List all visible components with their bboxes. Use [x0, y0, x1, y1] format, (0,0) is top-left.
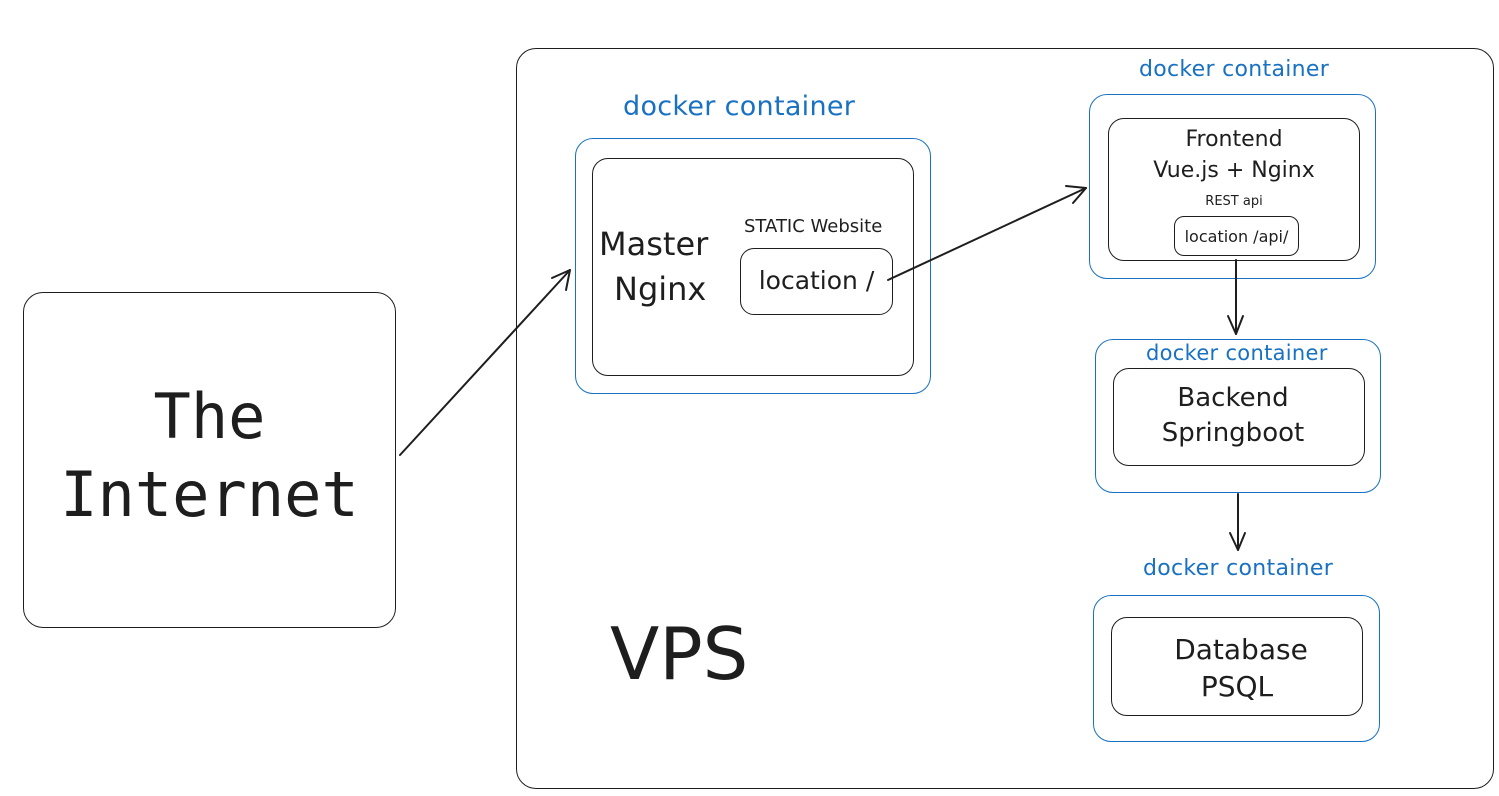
- database-container-label: docker container: [1143, 556, 1334, 581]
- database-title-line2: PSQL: [1200, 670, 1274, 703]
- backend-title-line1: Backend: [1177, 383, 1289, 413]
- static-website-label: STATIC Website: [744, 216, 883, 237]
- database-title-line1: Database: [1174, 633, 1308, 666]
- master-location-label: location /: [758, 265, 875, 295]
- frontend-location-label: location /api/: [1184, 226, 1289, 246]
- backend-title-line2: Springboot: [1161, 418, 1305, 448]
- rest-api-label: REST api: [1205, 194, 1263, 209]
- frontend-box: [1108, 118, 1360, 261]
- database-docker-container: [1093, 595, 1380, 742]
- frontend-location-box: [1174, 216, 1299, 256]
- internet-label-line1: The: [153, 380, 266, 453]
- internet-label-line2: Internet: [60, 458, 359, 531]
- internet-box: [23, 292, 396, 628]
- frontend-title-line2: Vue.js + Nginx: [1153, 158, 1315, 183]
- backend-box: [1113, 368, 1365, 466]
- frontend-container-label: docker container: [1139, 57, 1330, 82]
- master-container-label: docker container: [623, 91, 856, 122]
- master-title-line1: Master: [599, 225, 709, 263]
- master-location-box: [740, 248, 893, 315]
- frontend-docker-container: [1089, 94, 1376, 279]
- backend-container-label: docker container: [1146, 341, 1328, 365]
- backend-docker-container: [1095, 339, 1381, 493]
- frontend-title-line1: Frontend: [1185, 127, 1283, 152]
- database-box: [1111, 617, 1363, 716]
- vps-label: VPS: [610, 612, 749, 696]
- master-title-line2: Nginx: [614, 270, 707, 308]
